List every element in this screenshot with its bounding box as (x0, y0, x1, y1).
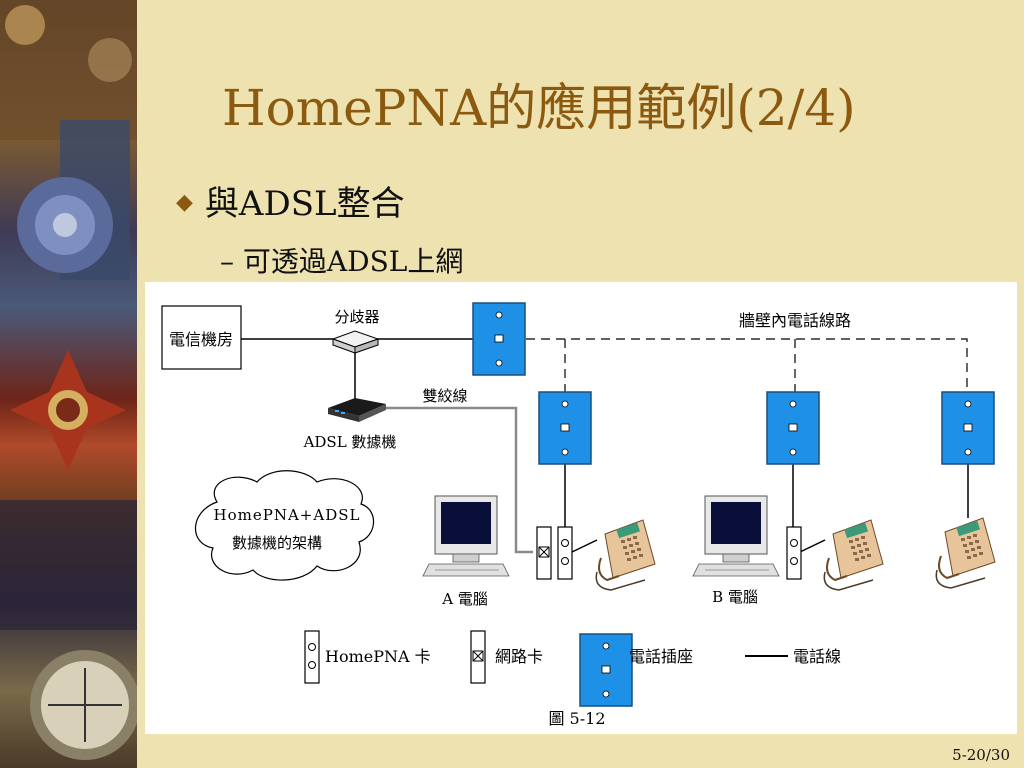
legend-network-card-label: 網路卡 (495, 647, 543, 666)
cloud-line2: 數據機的架構 (232, 534, 322, 552)
telecom-room-box (161, 305, 242, 370)
phone-jack-icon (941, 391, 995, 465)
telephone-icon (823, 519, 884, 591)
phone-jack-icon (472, 302, 526, 376)
splitter-label: 分歧器 (334, 308, 379, 326)
cloud-line1: HomePNA+ADSL (214, 506, 361, 524)
computer-b-icon (692, 495, 780, 577)
legend-phone-jack-icon (579, 633, 633, 707)
network-diagram: 電信機房 分歧器 牆壁內電話線路 ADSL 數據機 雙絞線 HomePNA+AD… (161, 302, 996, 728)
architecture-cloud (194, 470, 375, 581)
legend-network-card-icon (470, 630, 486, 684)
decorative-sidebar-image (0, 0, 137, 768)
homepna-card-icon (557, 526, 573, 580)
legend-homepna-label: HomePNA 卡 (325, 647, 431, 666)
network-diagram-panel: 電信機房 分歧器 牆壁內電話線路 ADSL 數據機 雙絞線 HomePNA+AD… (145, 282, 1017, 734)
splitter-icon (331, 330, 380, 354)
legend-homepna-card-icon (304, 630, 320, 684)
bullet-item: ◆ 與ADSL整合 (176, 176, 405, 225)
twisted-pair-cable (386, 406, 533, 554)
adsl-modem-label: ADSL 數據機 (303, 433, 397, 451)
in-wall-wiring-label: 牆壁內電話線路 (739, 311, 851, 330)
computer-a-label: A 電腦 (441, 590, 488, 608)
telecom-room-label: 電信機房 (169, 330, 233, 349)
in-wall-phone-wiring (526, 338, 968, 392)
figure-caption: 圖 5-12 (548, 709, 605, 728)
phone-jack-icon (766, 391, 820, 465)
legend-phone-jack-label: 電話插座 (629, 647, 693, 666)
adsl-modem-icon (328, 398, 386, 422)
computer-a-icon (422, 495, 510, 577)
legend-phone-line-label: 電話線 (793, 647, 841, 666)
telephone-icon (935, 517, 996, 589)
homepna-card-icon (786, 526, 802, 580)
sub-bullet-text: 可透過ADSL上網 (242, 245, 464, 278)
slide-page-number: 5-20/30 (952, 746, 1010, 764)
medal-collage-image (0, 0, 137, 760)
computer-b-label: B 電腦 (712, 588, 758, 606)
diamond-bullet-icon: ◆ (176, 190, 193, 215)
sub-bullet-dash: – (220, 245, 234, 278)
bullet-text: 與ADSL整合 (204, 184, 405, 224)
sub-bullet-item: – 可透過ADSL上網 (220, 240, 463, 280)
telephone-icon (595, 519, 656, 591)
slide-title: HomePNA的應用範例(2/4) (222, 79, 856, 137)
phone-jack-icon (538, 391, 592, 465)
network-card-icon (536, 526, 552, 580)
twisted-pair-label: 雙絞線 (422, 387, 467, 405)
